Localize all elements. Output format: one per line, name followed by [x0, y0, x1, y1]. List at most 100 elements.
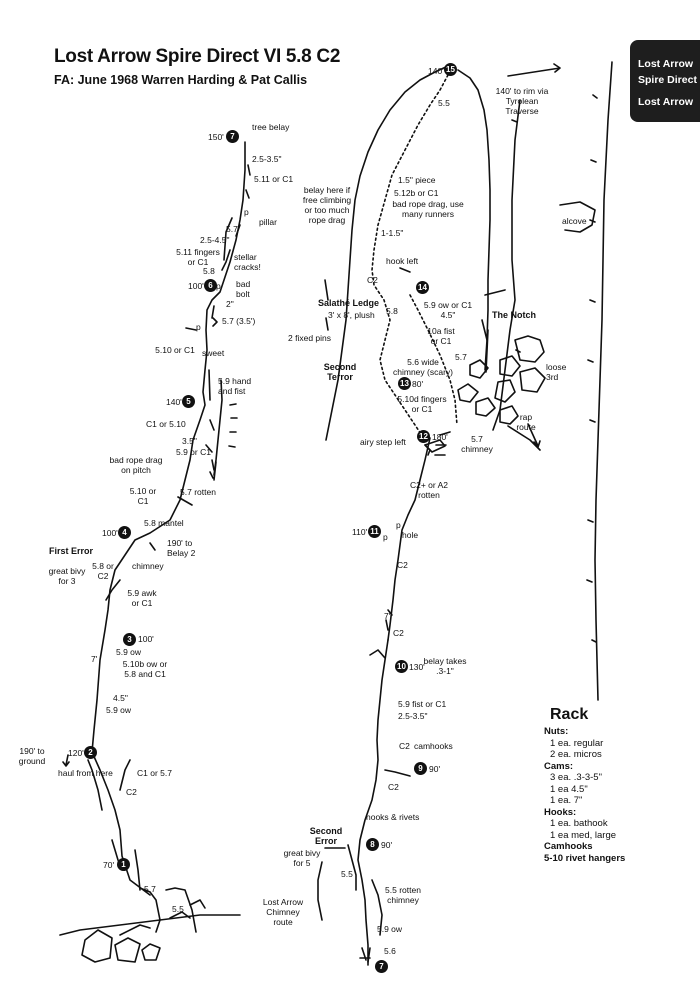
pitch-length: 140'	[428, 66, 444, 76]
grade: C2	[393, 628, 404, 638]
belay-marker: 3	[123, 633, 136, 646]
pitch-length: 70'	[103, 860, 115, 870]
grade: 5.6	[384, 946, 396, 956]
annotation: 140' to rim via Tyrolean Traverse	[495, 86, 549, 116]
annotation: loose 3rd	[546, 362, 567, 382]
grade: C1 or 5.10	[146, 419, 186, 429]
page-title: Lost Arrow Spire Direct VI 5.8 C2	[54, 46, 341, 67]
rack-item: 1 ea 4.5"	[550, 783, 588, 795]
grade: 5.8 or C2	[92, 561, 114, 581]
belay-marker: 10	[395, 660, 408, 673]
grade: 5.5	[172, 904, 184, 914]
rack-category: Camhooks	[544, 841, 593, 852]
pitch-length: 100'	[102, 528, 118, 538]
grade: 5.5	[438, 98, 450, 108]
left-route-line	[91, 141, 246, 896]
belay-marker: 15	[444, 63, 457, 76]
belay-marker: 8	[366, 838, 379, 851]
grade: 5.9 awk or C1	[127, 588, 157, 608]
pitch-length: 130'	[409, 662, 425, 672]
annotation: rap route	[516, 412, 536, 432]
annotation: tree belay	[252, 122, 290, 132]
pitch-length: 90'	[381, 840, 393, 850]
salathe-ledge-label: Salathé Ledge	[318, 298, 380, 308]
annotation: bad bolt	[236, 279, 251, 299]
grade: C2	[388, 782, 399, 792]
second-error-label: Second Error	[309, 826, 343, 846]
pitch-length: 80'	[412, 379, 424, 389]
annotation: great bivy for 5	[283, 848, 321, 868]
rack-item: 1 ea. 7"	[550, 795, 583, 806]
grade: 5.10 or C1	[129, 486, 157, 506]
pitch-length: 150'	[208, 132, 224, 142]
rack-list: Rack Nuts: 1 ea. regular 2 ea. micros Ca…	[544, 706, 625, 864]
gear-size: 3.5"	[182, 436, 197, 446]
grade: 5.9 or C1	[176, 447, 211, 457]
grade: 5.7 chimney	[461, 434, 493, 454]
rack-item: 1 ea med, large	[550, 829, 617, 841]
pitch-length: 120'	[68, 748, 84, 758]
grade: C2	[397, 560, 408, 570]
grade: 5.9 ow	[106, 705, 132, 715]
rack-item: 3 ea. .3-3-5"	[550, 772, 602, 783]
grade: 5.12b or C1	[394, 188, 439, 198]
annotation: hole	[402, 530, 419, 540]
gear-size: 4.5"	[113, 693, 128, 703]
rack-item: 2 ea. micros	[550, 749, 602, 760]
annotation: bad rope drag, use many runners	[392, 199, 464, 219]
small-marker: p	[196, 322, 201, 332]
tab-line-2: Spire Direct	[638, 74, 697, 86]
rack-category: Cams:	[544, 760, 574, 772]
grade: 5.10b ow or 5.8 and C1	[122, 659, 168, 679]
gear-size: 1.5" piece	[398, 175, 436, 185]
pitch-length: 140'	[166, 397, 182, 407]
first-error-label: First Error	[49, 546, 94, 556]
second-terror-label: Second Terror	[323, 362, 357, 382]
grade: 5.8	[203, 266, 215, 276]
grade: 5.8	[386, 306, 398, 316]
annotation: 2 fixed pins	[288, 333, 331, 343]
grade: C2+ or A2 rotten	[409, 480, 449, 500]
gear-size: 2.5-3.5"	[398, 711, 428, 721]
grade: 5.11 or C1	[254, 174, 294, 184]
small-marker: p	[396, 520, 401, 530]
grade: C2	[126, 787, 137, 797]
grade: 5.9 ow	[377, 924, 403, 934]
annotation: stellar cracks!	[234, 252, 261, 272]
annotation: chimney	[132, 561, 164, 571]
annotation: 190' to Belay 2	[167, 538, 196, 558]
grade: 5.6 wide chimney (scary)	[393, 357, 453, 377]
pitch-length: 90'	[429, 764, 441, 774]
spire-right-face	[457, 69, 491, 371]
annotation: airy step left	[360, 437, 406, 447]
right-route-line	[371, 74, 449, 441]
annotation: hook left	[386, 256, 419, 266]
belay-marker: 13	[398, 377, 411, 390]
grade: 5.7	[455, 352, 467, 362]
grade: 5.11 fingers or C1	[176, 247, 220, 267]
annotation: belay here if free climbing or too much …	[302, 185, 352, 225]
pitch-length: 100'	[138, 634, 154, 644]
rack-category: 5-10 rivet hangers	[544, 852, 626, 864]
grade: C2	[367, 275, 378, 285]
grade: 5.9 ow or C1 4.5"	[423, 300, 473, 320]
annotation: camhooks	[414, 741, 453, 751]
belay-marker: 7	[375, 960, 388, 973]
small-marker: p	[244, 207, 249, 217]
pitch-length: 100'	[188, 281, 204, 291]
tab-line-1: Lost Arrow	[638, 58, 694, 70]
notch-label: The Notch	[492, 310, 536, 320]
belay-marker: 4	[118, 526, 131, 539]
annotation: pillar	[259, 217, 277, 227]
annotation: 3' x 8', plush	[328, 310, 375, 320]
belay-marker: 12	[417, 430, 430, 443]
gear-size: 2.5-4.5"	[200, 235, 230, 245]
annotation: 5.9 hand and fist	[218, 376, 252, 396]
grade: C1 or 5.7	[137, 768, 172, 778]
gear-size: 2"	[226, 299, 234, 309]
belay-marker: 9	[414, 762, 427, 775]
first-ascent-line: FA: June 1968 Warren Harding & Pat Calli…	[54, 73, 308, 87]
annotation: haul from here	[58, 768, 113, 778]
grade: C2	[399, 741, 410, 751]
